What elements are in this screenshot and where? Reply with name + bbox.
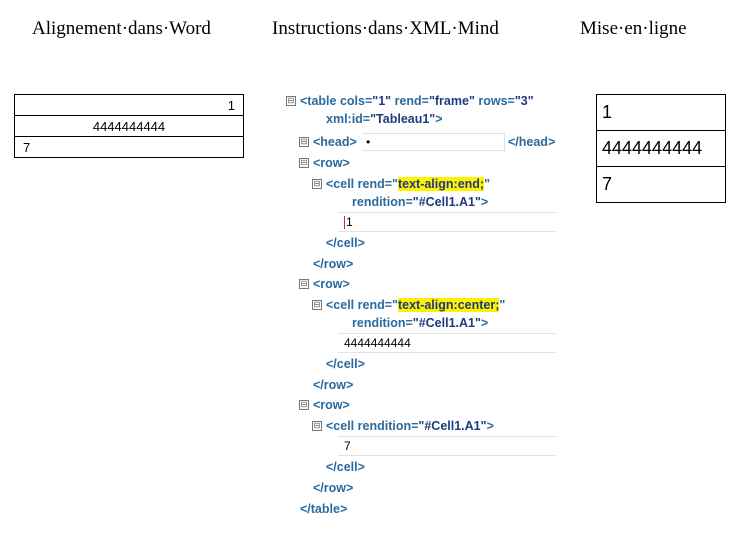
collapse-row-toggle-icon[interactable]: ⊟	[299, 279, 309, 289]
cell-close-tag: </cell>	[326, 460, 365, 474]
collapse-cell-toggle-icon[interactable]: ⊟	[312, 179, 322, 189]
row-open-tag[interactable]: <row>	[313, 398, 350, 412]
row-close-tag: </row>	[313, 257, 354, 271]
table-row: 1	[14, 94, 244, 116]
row-close-tag: </row>	[313, 481, 354, 495]
word-column-title: Alignement·dans·Word	[32, 18, 211, 39]
table-row: 7	[14, 136, 244, 158]
text-caret	[344, 216, 345, 230]
rendu-cell-1: 1	[596, 94, 726, 131]
table-row: 1	[596, 94, 726, 131]
xml-editor-tree: ⊟ <table cols="1" rend="frame" rows="3" …	[282, 90, 572, 530]
head-close-tag: </head>	[508, 135, 556, 149]
cell-text-field[interactable]: 1	[338, 212, 556, 232]
cell-open-tag[interactable]: <cell rend="text-align:center;"	[326, 298, 506, 312]
table-row: 4444444444	[14, 115, 244, 137]
collapse-row-toggle-icon[interactable]: ⊟	[299, 158, 309, 168]
collapse-cell-toggle-icon[interactable]: ⊟	[312, 421, 322, 431]
cell-open-tag[interactable]: <cell rendition="#Cell1.A1">	[326, 419, 494, 433]
collapse-head-toggle-icon[interactable]: ⊟	[299, 137, 309, 147]
cell-text-field[interactable]: 7	[338, 436, 556, 456]
cell-close-tag: </cell>	[326, 357, 365, 371]
rendu-column-title: Mise·en·ligne	[580, 18, 687, 39]
word-table: 1 4444444444 7	[14, 94, 244, 158]
row-open-tag[interactable]: <row>	[313, 156, 350, 170]
word-cell-1: 1	[14, 94, 244, 116]
xml-column-title: Instructions·dans·XML·Mind	[272, 18, 499, 39]
head-content-field[interactable]: •	[362, 133, 505, 151]
word-cell-2: 4444444444	[14, 115, 244, 137]
row-close-tag: </row>	[313, 378, 354, 392]
word-cell-3: 7	[14, 136, 244, 158]
rendu-table: 1 4444444444 7	[596, 94, 726, 203]
cell-rendition-attr[interactable]: rendition="#Cell1.A1">	[352, 316, 489, 330]
row-open-tag[interactable]: <row>	[313, 277, 350, 291]
table-row: 7	[596, 166, 726, 203]
collapse-row-toggle-icon[interactable]: ⊟	[299, 400, 309, 410]
table-id-attr[interactable]: xml:id="Tableau1">	[326, 112, 443, 126]
head-open-tag[interactable]: <head>	[313, 135, 357, 149]
collapse-table-toggle-icon[interactable]: ⊟	[286, 96, 296, 106]
cell-rendition-attr[interactable]: rendition="#Cell1.A1">	[352, 195, 489, 209]
rendu-cell-2: 4444444444	[596, 130, 726, 167]
collapse-cell-toggle-icon[interactable]: ⊟	[312, 300, 322, 310]
table-row: 4444444444	[596, 130, 726, 167]
cell-open-tag[interactable]: <cell rend="text-align:end;"	[326, 177, 491, 191]
table-close-tag: </table>	[300, 502, 348, 516]
table-open-tag[interactable]: <table cols="1" rend="frame" rows="3"	[300, 94, 534, 108]
rendu-cell-3: 7	[596, 166, 726, 203]
cell-text-field[interactable]: 4444444444	[338, 333, 556, 353]
cell-close-tag: </cell>	[326, 236, 365, 250]
